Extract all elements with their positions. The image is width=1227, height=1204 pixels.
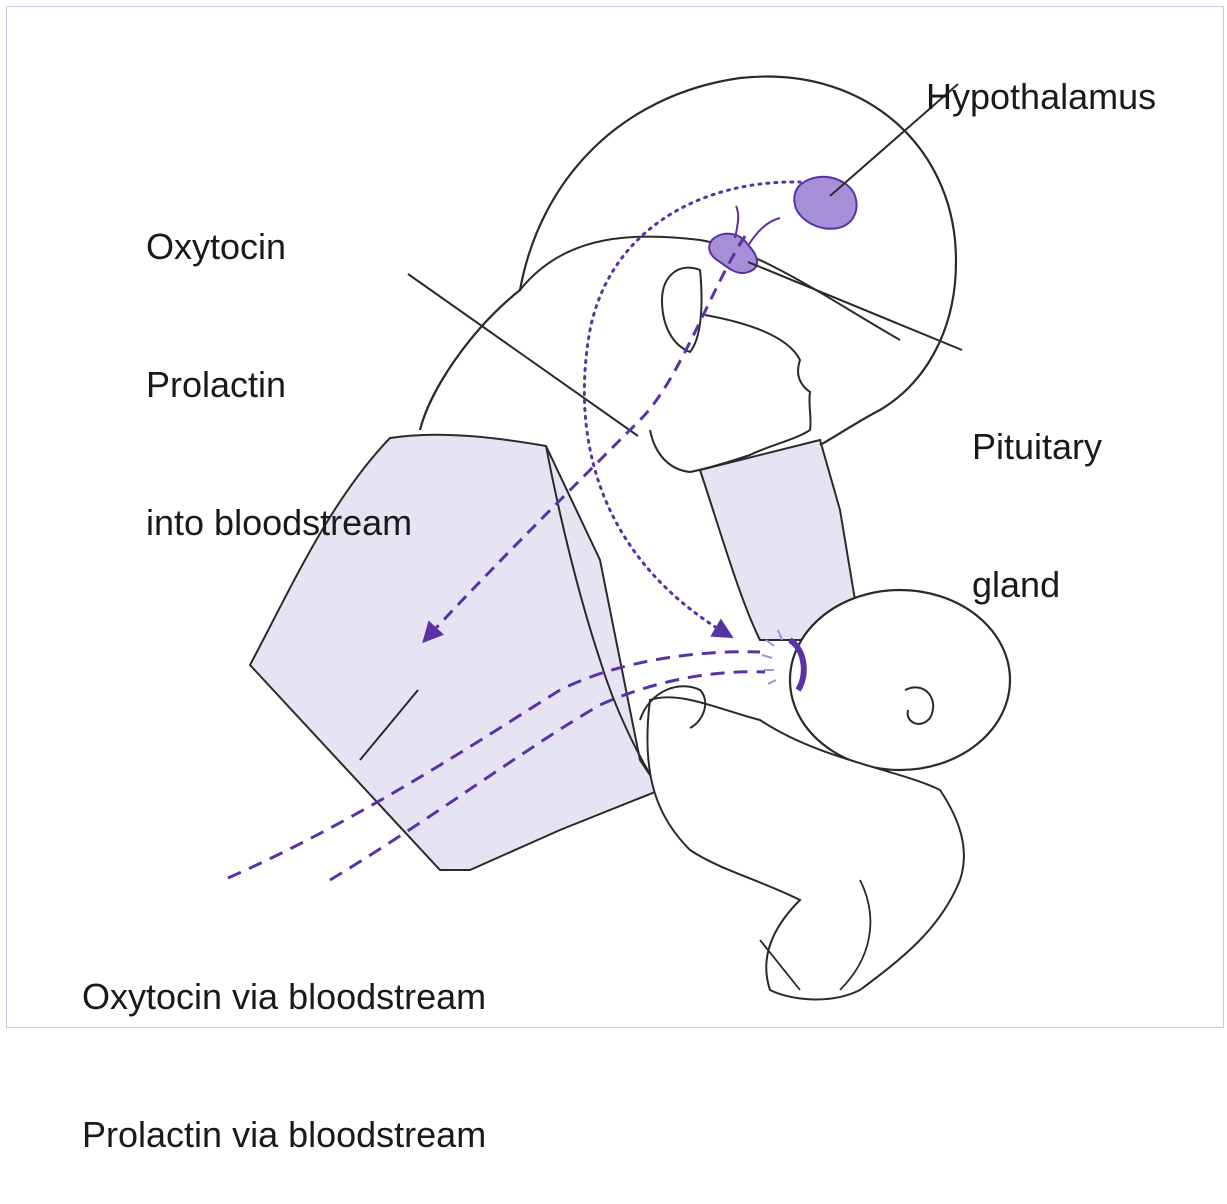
- hypothalamus-text: Hypothalamus: [926, 76, 1156, 117]
- bottom-line-oxytocin: Oxytocin via bloodstream: [82, 974, 486, 1020]
- release-line-prolactin: Prolactin: [146, 362, 412, 408]
- hormone-release-label: Oxytocin Prolactin into bloodstream: [146, 132, 412, 592]
- hypothalamus-gland: [794, 177, 856, 229]
- pituitary-line-2: gland: [972, 562, 1102, 608]
- pituitary-line-1: Pituitary: [972, 424, 1102, 470]
- release-line-bloodstream: into bloodstream: [146, 500, 412, 546]
- mother-ear: [662, 268, 702, 352]
- hypothalamus-label: Hypothalamus: [906, 28, 1156, 120]
- pituitary-label: Pituitary gland: [972, 332, 1102, 654]
- bloodstream-label: Oxytocin via bloodstream Prolactin via b…: [82, 882, 486, 1204]
- bottom-line-prolactin: Prolactin via bloodstream: [82, 1112, 486, 1158]
- mother-hair-outline: [420, 77, 956, 445]
- release-leader: [408, 274, 638, 436]
- pituitary-leader: [748, 262, 962, 350]
- release-line-oxytocin: Oxytocin: [146, 224, 412, 270]
